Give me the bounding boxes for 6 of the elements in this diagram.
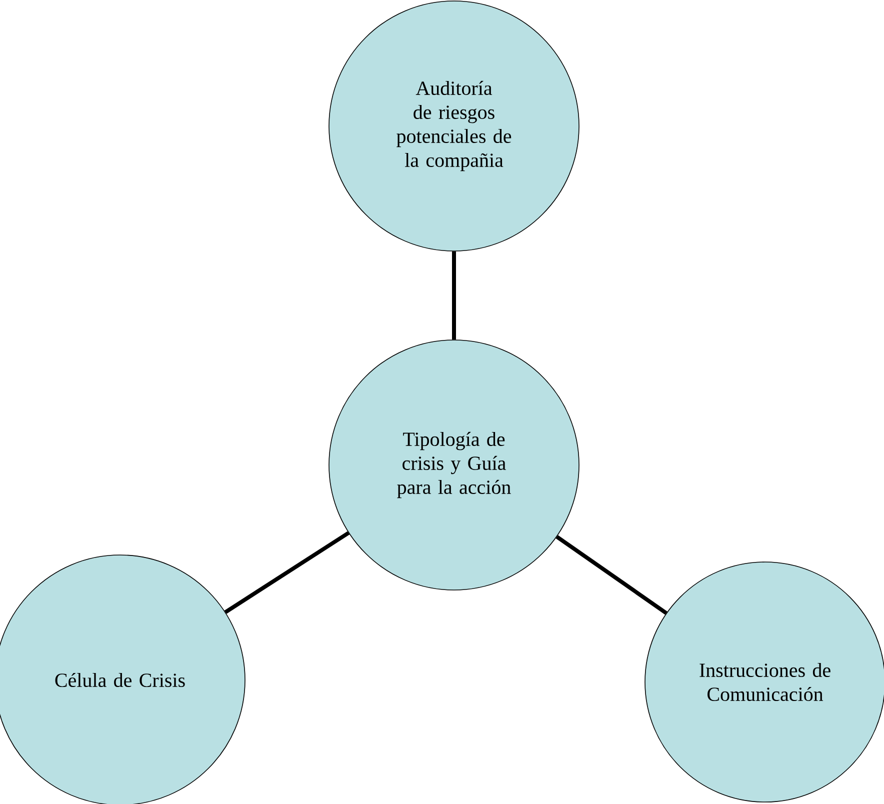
circle-node: Tipología de crisis y Guía para la acción — [328, 340, 580, 590]
circle-node: Auditoría de riesgos potenciales de la compañia — [328, 0, 580, 252]
connector-line — [452, 251, 456, 340]
circle-node: Instrucciones de Comunicación — [644, 562, 884, 802]
connector-line — [556, 535, 668, 615]
connector-line — [224, 531, 350, 614]
